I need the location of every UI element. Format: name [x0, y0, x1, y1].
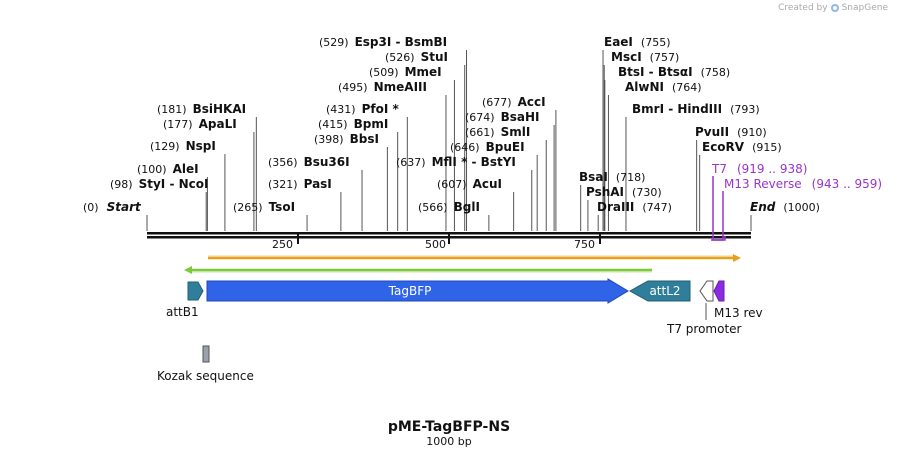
feature-t7-promoter[interactable] — [699, 280, 714, 302]
site-bsai[interactable]: BsaI(718) — [579, 170, 645, 184]
site-bbsi[interactable]: (398)BbsI — [314, 132, 379, 146]
feature-label-tagbfp: TagBFP — [388, 284, 432, 298]
feature-tagbfp[interactable] — [206, 278, 629, 304]
feature-kozak-sequence[interactable] — [202, 345, 210, 363]
primer-label-t7[interactable]: T7(919 .. 938) — [711, 162, 807, 176]
primer-bracket-m13-reverse[interactable] — [711, 191, 724, 241]
map-length: 1000 bp — [426, 435, 471, 448]
feature-label-attl2: attL2 — [649, 284, 680, 298]
site-bmri-hindiii[interactable]: BmrI - HindIII(793) — [632, 102, 760, 116]
site-bpuei[interactable]: (646)BpuEI — [450, 140, 525, 154]
feature-m13-rev[interactable] — [713, 280, 725, 302]
features: attB1 TagBFP attL2 T7 promoter M13 rev K… — [157, 278, 763, 383]
site-bpmi[interactable]: (415)BpmI — [318, 117, 388, 131]
site-nmeaiii[interactable]: (495)NmeAIII — [338, 80, 427, 94]
site-styi-ncoi[interactable]: (98)StyI - NcoI — [110, 177, 208, 191]
snapgene-watermark: Created by SnapGene — [778, 3, 888, 13]
orf-green-arrowhead — [184, 266, 192, 274]
feature-attb1[interactable] — [187, 281, 204, 301]
feature-label-kozak-sequence: Kozak sequence — [157, 369, 254, 383]
tick-label-750: 750 — [574, 238, 595, 251]
site-labels: (98)StyI - NcoI (100)AleI (129)NspI (177… — [83, 35, 882, 214]
site-pasi[interactable]: (321)PasI — [268, 177, 332, 191]
site-nspi[interactable]: (129)NspI — [150, 139, 216, 153]
feature-label-attb1: attB1 — [166, 305, 199, 319]
map-title: pME-TagBFP-NS — [388, 419, 510, 435]
end-label: End(1000) — [750, 200, 820, 214]
site-msci[interactable]: MscI(757) — [611, 50, 679, 64]
site-mmei[interactable]: (509)MmeI — [369, 65, 442, 79]
site-acui[interactable]: (607)AcuI — [437, 177, 502, 191]
site-acci[interactable]: (677)AccI — [482, 95, 546, 109]
watermark-text: Created by — [778, 3, 828, 13]
orf-orange-arrowhead — [733, 254, 741, 262]
site-bsu36i[interactable]: (356)Bsu36I — [268, 155, 350, 169]
ticks: 250 500 750 — [272, 232, 601, 251]
feature-attl2[interactable] — [628, 280, 691, 302]
site-mfli-bstyi[interactable]: (637)MflI * - BstYI — [396, 155, 516, 169]
site-lines — [146, 50, 752, 231]
feature-label-t7-promoter: T7 promoter — [666, 322, 742, 336]
site-btsi-btsai[interactable]: BtsI - BtsαI(758) — [618, 65, 730, 79]
site-alei[interactable]: (100)AleI — [137, 162, 199, 176]
snapgene-brand: SnapGene — [841, 3, 888, 13]
site-bsahi[interactable]: (674)BsaHI — [465, 110, 540, 124]
site-bgli[interactable]: (566)BglI — [418, 200, 480, 214]
primer-marks — [711, 176, 726, 241]
site-alwni[interactable]: AlwNI(764) — [625, 80, 702, 94]
site-pfoi[interactable]: (431)PfoI * — [326, 102, 399, 116]
site-ecorv[interactable]: EcoRV(915) — [702, 140, 782, 154]
site-esp3i-bsmbi[interactable]: (529)Esp3I - BsmBI — [319, 35, 447, 49]
site-pshai[interactable]: PshAI(730) — [586, 185, 662, 199]
site-smli[interactable]: (661)SmlI — [465, 125, 530, 139]
site-bsihkai[interactable]: (181)BsiHKAI — [157, 102, 246, 116]
tick-label-250: 250 — [272, 238, 293, 251]
feature-label-m13-rev: M13 rev — [714, 306, 763, 320]
snapgene-logo-icon — [830, 4, 839, 12]
site-apali[interactable]: (177)ApaLI — [163, 117, 237, 131]
primer-label-m13-reverse[interactable]: M13 Reverse(943 .. 959) — [724, 177, 882, 191]
orfs — [184, 254, 741, 274]
site-eaei[interactable]: EaeI(755) — [604, 35, 671, 49]
tick-label-500: 500 — [425, 238, 446, 251]
site-draiii[interactable]: DraIII(747) — [597, 200, 672, 214]
site-pvuii[interactable]: PvuII(910) — [695, 125, 767, 139]
site-tsoi[interactable]: (265)TsoI — [233, 200, 295, 214]
site-stui[interactable]: (526)StuI — [385, 50, 448, 64]
start-label: (0)Start — [83, 200, 142, 214]
